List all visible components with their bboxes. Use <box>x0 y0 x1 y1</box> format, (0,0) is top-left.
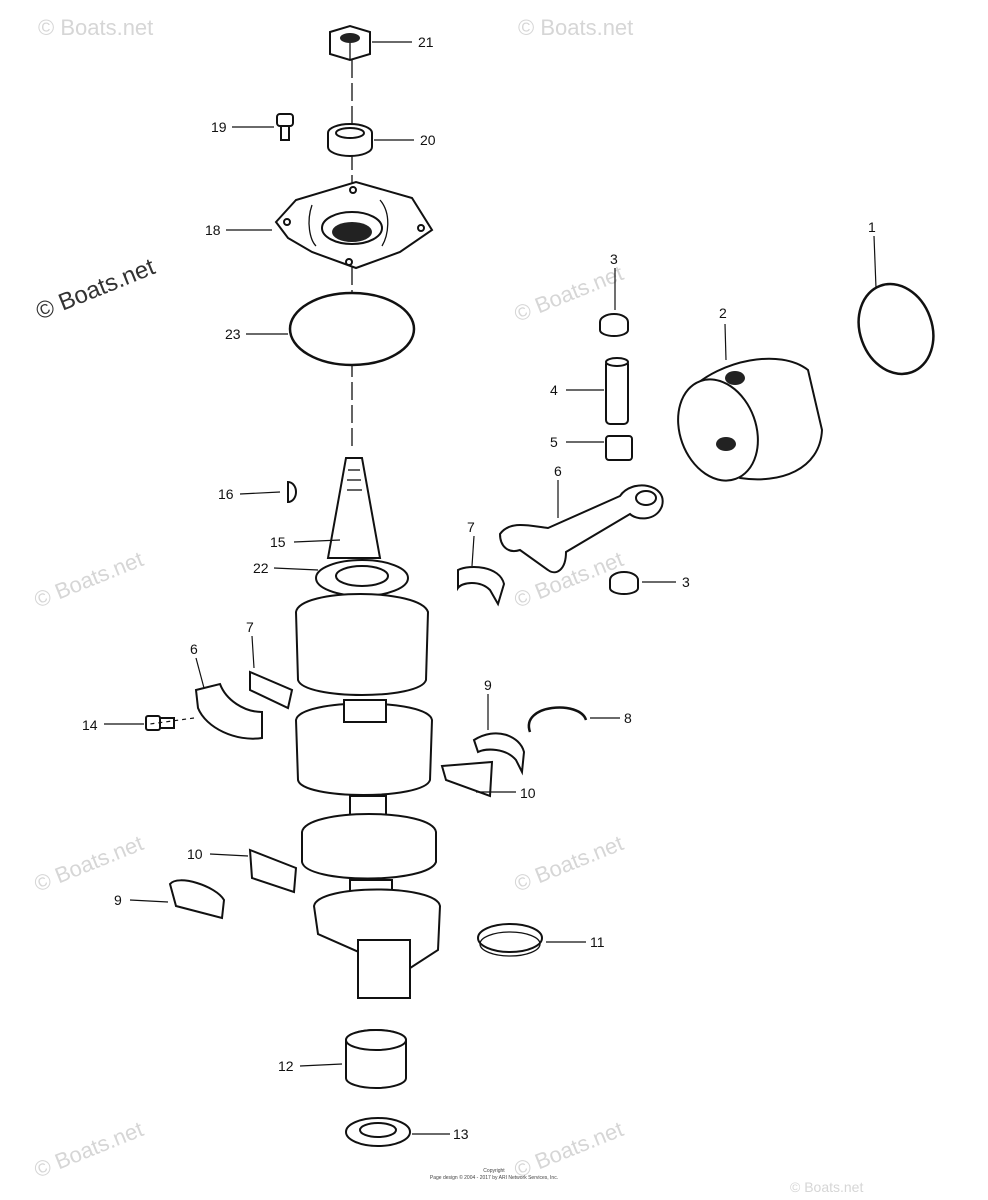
part-key <box>287 480 297 504</box>
part-bearing-retainer <box>457 566 506 607</box>
part-ring-seal <box>327 123 373 157</box>
part-retaining-ring <box>527 706 588 733</box>
part-bearing-race <box>472 732 526 776</box>
part-rod-cap <box>194 682 263 740</box>
part-nut <box>329 24 371 62</box>
callout-23: 23 <box>225 326 241 342</box>
part-roller-bearing <box>345 1029 407 1089</box>
callout-8: 8 <box>624 710 632 726</box>
watermark: © Boats.net <box>511 1116 627 1182</box>
callout-13: 13 <box>453 1126 469 1142</box>
callout-22: 22 <box>253 560 269 576</box>
callout-6: 6 <box>554 463 562 479</box>
callout-3: 3 <box>682 574 690 590</box>
watermark: © Boats.net <box>38 15 153 40</box>
callout-11: 11 <box>590 934 605 950</box>
callout-1: 1 <box>868 219 876 235</box>
callout-10: 10 <box>520 785 536 801</box>
callout-7: 7 <box>467 519 475 535</box>
callout-3: 3 <box>610 251 618 267</box>
part-roller-cage <box>440 760 494 798</box>
callout-9: 9 <box>484 677 492 693</box>
part-crankshaft <box>294 457 442 999</box>
watermark: © Boats.net <box>31 546 147 612</box>
watermark: © Boats.net <box>31 1116 147 1182</box>
callout-7: 7 <box>246 619 254 635</box>
part-bearing-race <box>168 879 226 920</box>
part-screw <box>276 113 294 141</box>
part-bearing-retainer <box>249 670 294 710</box>
callout-20: 20 <box>420 132 436 148</box>
watermark: © Boats.net <box>31 830 147 896</box>
watermark: © Boats.net <box>511 830 627 896</box>
part-roller-cage <box>248 848 298 894</box>
callout-15: 15 <box>270 534 286 550</box>
watermarks: © Boats.net © Boats.net © Boats.net © Bo… <box>31 15 864 1195</box>
part-bearing-cap <box>274 180 434 270</box>
copyright-footer: Copyright Page design © 2004 - 2017 by A… <box>430 1168 558 1181</box>
callout-19: 19 <box>211 119 227 135</box>
callout-16: 16 <box>218 486 234 502</box>
callout-6: 6 <box>190 641 198 657</box>
leader-lines <box>104 41 877 1135</box>
part-connecting-rod <box>498 484 664 574</box>
callout-9: 9 <box>114 892 122 908</box>
callouts: 1 2 3 3 4 5 6 6 7 7 8 9 9 10 10 11 12 13… <box>82 34 876 1142</box>
part-wrist-pin <box>605 357 629 425</box>
callout-21: 21 <box>418 34 434 50</box>
callout-18: 18 <box>205 222 221 238</box>
part-oil-seal <box>345 1117 411 1147</box>
watermark: © Boats.net <box>32 253 159 325</box>
part-needle-bearing <box>605 435 633 461</box>
part-piston <box>677 357 824 482</box>
callout-4: 4 <box>550 382 558 398</box>
part-seal-ring <box>477 923 543 957</box>
callout-14: 14 <box>82 717 98 733</box>
copyright-line-1: Copyright <box>483 1168 505 1174</box>
callout-2: 2 <box>719 305 727 321</box>
callout-5: 5 <box>550 434 558 450</box>
callout-12: 12 <box>278 1058 294 1074</box>
watermark: © Boats.net <box>790 1179 863 1195</box>
part-o-ring <box>288 291 416 367</box>
watermark: © Boats.net <box>518 15 633 40</box>
part-bearing-cup <box>609 571 639 595</box>
part-piston-ring <box>857 282 935 376</box>
callout-10: 10 <box>187 846 203 862</box>
part-bearing-cup <box>599 313 629 337</box>
copyright-line-2: Page design © 2004 - 2017 by ARI Network… <box>430 1174 558 1181</box>
